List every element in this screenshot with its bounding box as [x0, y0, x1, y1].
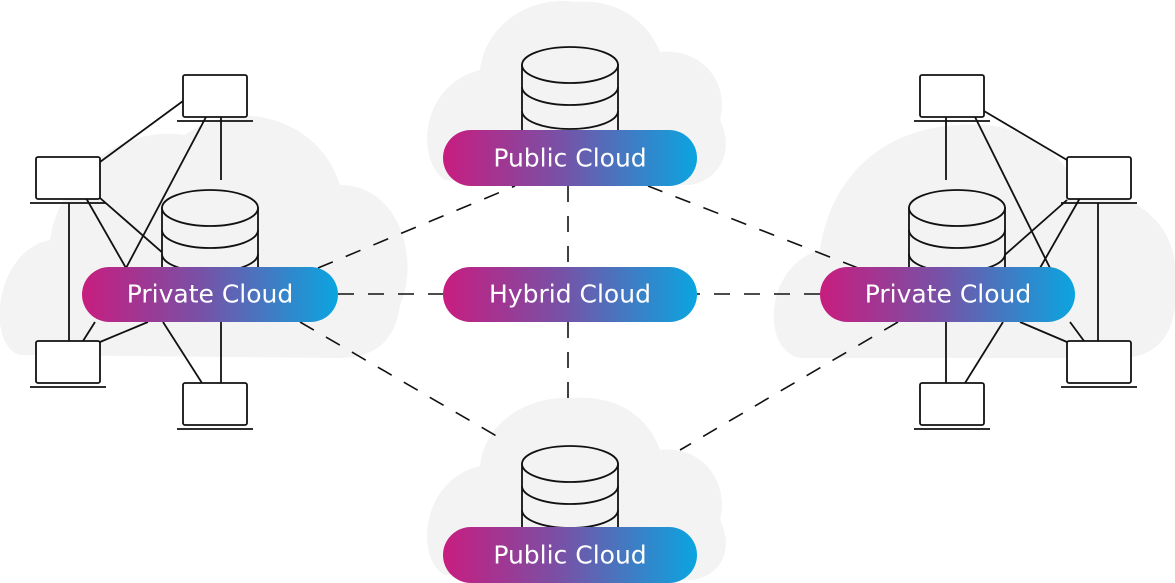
database-public-top	[521, 46, 619, 151]
node-private-cloud-left[interactable]: Private Cloud	[82, 267, 338, 322]
pill-private-cloud-left[interactable]	[82, 267, 338, 322]
left-network-edges	[68, 100, 222, 384]
label-private-cloud-left: Private Cloud	[127, 280, 294, 309]
laptop-icon	[177, 382, 253, 430]
link-private-right-to-public-top	[647, 185, 859, 269]
node-private-cloud-right[interactable]: Private Cloud	[820, 267, 1075, 322]
laptop-icon	[30, 340, 106, 388]
laptop-left-upper	[30, 156, 106, 204]
laptop-left-bottom	[177, 382, 253, 430]
laptop-icon	[177, 74, 253, 122]
right-network-edges	[945, 110, 1099, 384]
link-private-right-to-public-bottom	[679, 321, 899, 451]
label-hybrid-cloud: Hybrid Cloud	[489, 280, 651, 309]
laptop-left-top	[177, 74, 253, 122]
node-public-cloud-bottom[interactable]: Public Cloud	[443, 527, 697, 583]
laptop-right-top	[914, 74, 990, 122]
pill-public-cloud-bottom[interactable]	[443, 527, 697, 583]
node-public-cloud-top[interactable]: Public Cloud	[443, 130, 697, 186]
dashed-connections	[299, 185, 899, 451]
laptop-right-bottom	[914, 382, 990, 430]
laptop-icon	[1061, 156, 1137, 204]
laptop-icon	[914, 74, 990, 122]
laptop-icon	[914, 382, 990, 430]
pill-hybrid-cloud[interactable]	[443, 267, 697, 322]
laptop-right-lower	[1061, 340, 1137, 388]
pill-public-cloud-top[interactable]	[443, 130, 697, 186]
laptop-right-upper	[1061, 156, 1137, 204]
laptop-icon	[1061, 340, 1137, 388]
pill-private-cloud-right[interactable]	[820, 267, 1075, 322]
link-private-left-to-public-top	[317, 185, 516, 269]
label-public-cloud-bottom: Public Cloud	[493, 541, 646, 570]
node-hybrid-cloud[interactable]: Hybrid Cloud	[443, 267, 697, 322]
label-public-cloud-top: Public Cloud	[493, 144, 646, 173]
label-private-cloud-right: Private Cloud	[865, 280, 1032, 309]
laptop-icon	[30, 156, 106, 204]
laptop-left-lower	[30, 340, 106, 388]
database-icon	[521, 46, 619, 151]
link-private-left-to-public-bottom	[299, 321, 501, 439]
